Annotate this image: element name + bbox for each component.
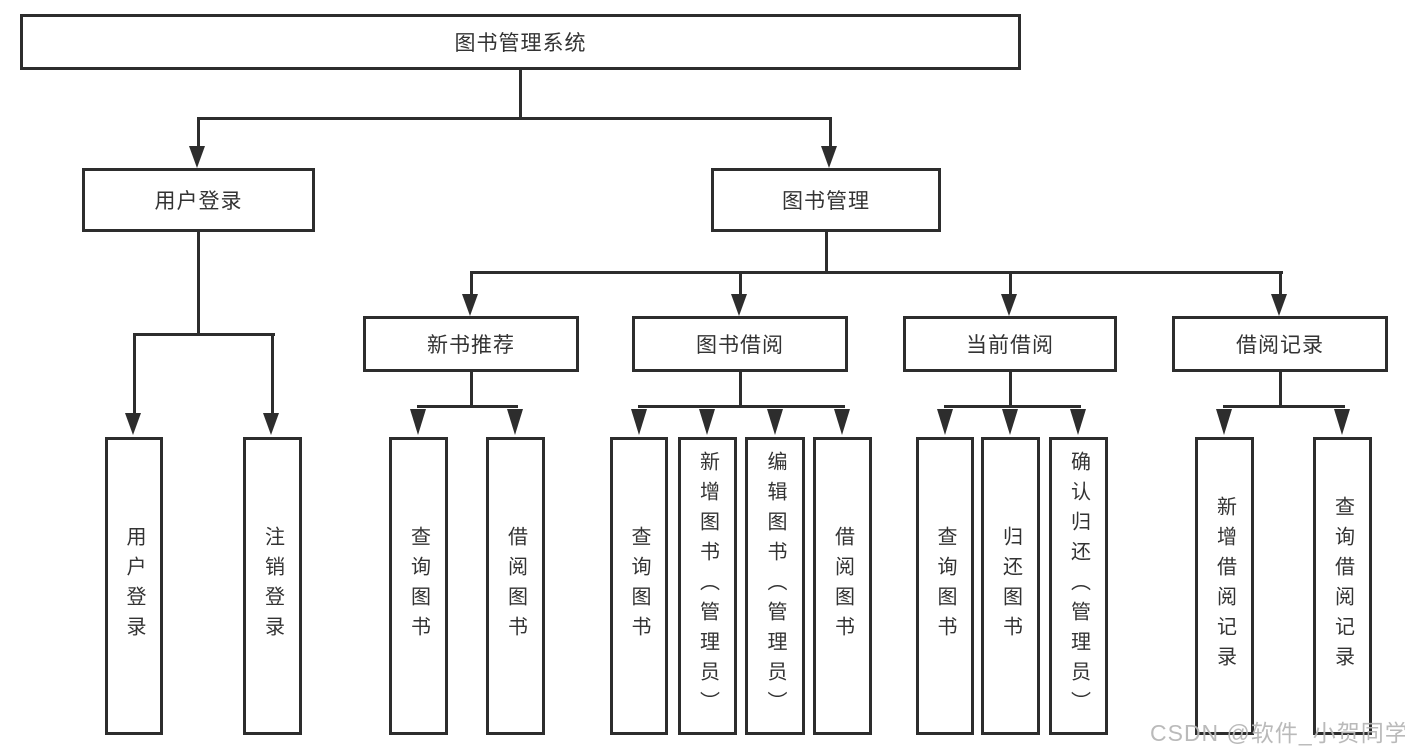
connector-borrow-stem	[739, 372, 742, 408]
leaf-label: 注销登录	[261, 526, 284, 646]
arrow-down-icon	[821, 146, 837, 168]
arrow-down-icon	[1070, 409, 1086, 435]
arrow-down-icon	[1271, 294, 1287, 316]
leaf-label: 归还图书	[999, 526, 1022, 646]
connector-bookmgmt-bar	[470, 271, 1283, 274]
node-book-management-label: 图书管理	[782, 190, 870, 213]
connector-newbook-stem	[470, 372, 473, 408]
leaf-label: 确认归还（管理员）	[1067, 451, 1090, 721]
connector-root-bar	[197, 117, 832, 120]
leaf-user-login: 用户登录	[105, 437, 163, 735]
node-book-borrow-label: 图书借阅	[696, 334, 784, 357]
leaf-add-books-admin: 新增图书（管理员）	[678, 437, 737, 735]
arrow-down-icon	[731, 294, 747, 316]
leaf-borrow-books: 借阅图书	[813, 437, 872, 735]
leaf-confirm-return-admin: 确认归还（管理员）	[1049, 437, 1108, 735]
leaf-query-books: 查询图书	[389, 437, 448, 735]
node-root-label: 图书管理系统	[454, 32, 587, 55]
arrow-down-icon	[125, 413, 141, 435]
leaf-borrow-books: 借阅图书	[486, 437, 545, 735]
leaf-label: 新增图书（管理员）	[696, 451, 719, 721]
arrow-down-icon	[1334, 409, 1350, 435]
arrow-down-icon	[1216, 409, 1232, 435]
arrow-down-icon	[937, 409, 953, 435]
arrow-down-icon	[767, 409, 783, 435]
leaf-label: 用户登录	[123, 526, 145, 646]
arrow-down-icon	[699, 409, 715, 435]
arrow-down-icon	[263, 413, 279, 435]
connector-root-right-drop	[829, 117, 832, 150]
connector-userlogin-stem	[197, 232, 200, 336]
leaf-label: 查询借阅记录	[1331, 496, 1354, 676]
node-book-borrow: 图书借阅	[632, 316, 848, 372]
node-user-login: 用户登录	[82, 168, 315, 232]
leaf-query-borrow-record: 查询借阅记录	[1313, 437, 1372, 735]
node-new-book-recommend-label: 新书推荐	[427, 334, 515, 357]
connector-userlogin-drop	[271, 333, 274, 415]
connector-bookmgmt-drop	[1009, 271, 1012, 296]
leaf-add-borrow-record: 新增借阅记录	[1195, 437, 1254, 735]
csdn-watermark: CSDN @软件_小贺同学	[1150, 720, 1405, 746]
leaf-query-books: 查询图书	[610, 437, 668, 735]
connector-bookmgmt-stem	[825, 232, 828, 274]
leaf-label: 编辑图书（管理员）	[764, 451, 786, 721]
leaf-edit-books-admin: 编辑图书（管理员）	[745, 437, 805, 735]
connector-records-stem	[1279, 372, 1282, 408]
leaf-query-books: 查询图书	[916, 437, 974, 735]
leaf-label: 查询图书	[628, 526, 650, 646]
arrow-down-icon	[1001, 294, 1017, 316]
node-new-book-recommend: 新书推荐	[363, 316, 579, 372]
connector-newbook-bar	[417, 405, 518, 408]
arrow-down-icon	[631, 409, 647, 435]
leaf-label: 借阅图书	[504, 526, 527, 646]
connector-userlogin-bar	[133, 333, 275, 336]
arrow-down-icon	[189, 146, 205, 168]
arrow-down-icon	[507, 409, 523, 435]
arrow-down-icon	[834, 409, 850, 435]
leaf-label: 借阅图书	[831, 526, 854, 646]
connector-current-bar	[944, 405, 1081, 408]
node-current-borrow-label: 当前借阅	[966, 334, 1054, 357]
connector-root-stem	[519, 70, 522, 118]
node-current-borrow: 当前借阅	[903, 316, 1117, 372]
connector-root-left-drop	[197, 117, 200, 150]
node-root: 图书管理系统	[20, 14, 1021, 70]
connector-borrow-bar	[638, 405, 845, 408]
node-borrow-records: 借阅记录	[1172, 316, 1388, 372]
connector-userlogin-drop	[133, 333, 136, 415]
node-borrow-records-label: 借阅记录	[1236, 334, 1324, 357]
arrow-down-icon	[462, 294, 478, 316]
leaf-logout: 注销登录	[243, 437, 302, 735]
arrow-down-icon	[1002, 409, 1018, 435]
connector-bookmgmt-drop	[739, 271, 742, 296]
connector-records-bar	[1223, 405, 1345, 408]
leaf-label: 查询图书	[934, 526, 956, 646]
connector-bookmgmt-drop	[470, 271, 473, 296]
node-book-management: 图书管理	[711, 168, 941, 232]
leaf-label: 查询图书	[407, 526, 430, 646]
node-user-login-label: 用户登录	[154, 190, 243, 213]
connector-current-stem	[1009, 372, 1012, 408]
connector-bookmgmt-drop	[1279, 271, 1282, 296]
leaf-return-books: 归还图书	[981, 437, 1040, 735]
arrow-down-icon	[410, 409, 426, 435]
leaf-label: 新增借阅记录	[1213, 496, 1236, 676]
